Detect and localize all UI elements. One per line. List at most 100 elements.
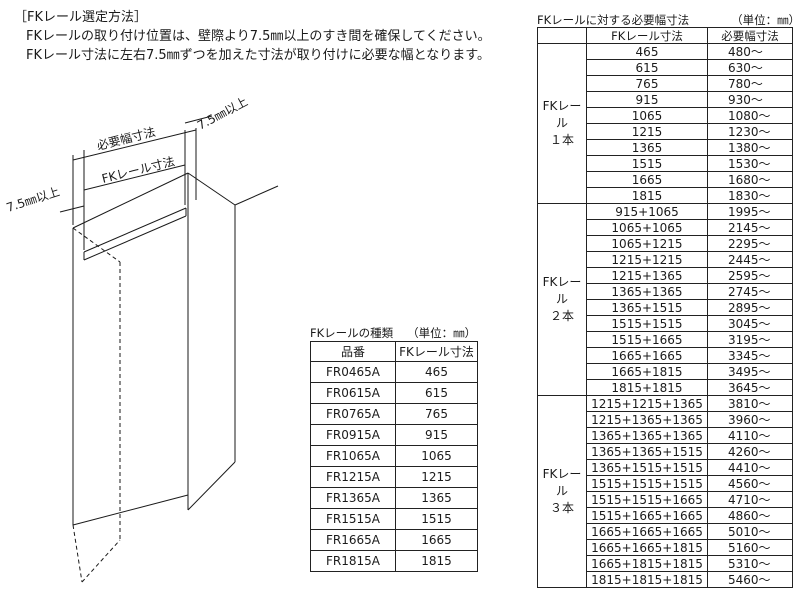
hidden-line-1: [72, 227, 121, 263]
product-code-cell: FR0615A: [310, 382, 396, 404]
product-code-cell: FR1065A: [310, 445, 396, 467]
rail-size-cell: 1665+1665+1815: [586, 539, 708, 556]
dim-line-gap-right: [184, 115, 213, 124]
rail-size-cell: 1515: [586, 155, 708, 172]
rail-size-cell: 615: [395, 382, 478, 404]
rail-size-cell: 1365+1515+1515: [586, 459, 708, 476]
rail-size-cell: 1515+1665: [586, 331, 708, 348]
cabinet-top-edge-right: [234, 185, 279, 206]
required-width-cell: 1230～: [707, 123, 793, 140]
product-code-cell: FR1215A: [310, 466, 396, 488]
group-label-count: ２本: [549, 309, 574, 323]
required-width-caption: FKレールに対する必要幅寸法 （単位：㎜）: [537, 12, 800, 28]
rail-size-cell: 1215: [395, 466, 478, 488]
rail-size-cell: 1515: [395, 508, 478, 530]
required-width-cell: 5010～: [707, 523, 793, 540]
rail-size-cell: 1815+1815: [586, 379, 708, 396]
rail-size-cell: 1665+1665: [586, 347, 708, 364]
rail-size-cell: 1665+1665+1665: [586, 523, 708, 540]
product-code-cell: FR0765A: [310, 403, 396, 425]
wall-bottom-edge: [72, 494, 189, 526]
types-header-cell: FKレール寸法: [395, 341, 478, 362]
required-width-cell: 930～: [707, 91, 793, 108]
types-header-cell: 品番: [310, 341, 396, 362]
required-width-cell: 480～: [707, 43, 793, 60]
required-header-cell: 必要幅寸法: [707, 27, 793, 44]
rail-size-cell: 1515+1515+1515: [586, 475, 708, 492]
required-width-cell: 1830～: [707, 187, 793, 204]
required-caption-text: FKレールに対する必要幅寸法: [537, 13, 690, 27]
group-label-cell: FKレール ３本: [537, 395, 587, 588]
required-width-cell: 4410～: [707, 459, 793, 476]
rail-size-cell: 765: [586, 75, 708, 92]
product-code-cell: FR0915A: [310, 424, 396, 446]
rail-top: [83, 207, 187, 253]
required-header-cell: [537, 27, 587, 44]
group-label-line: FKレール: [542, 99, 582, 130]
rail-size-cell: 1215+1365: [586, 267, 708, 284]
cabinet-bottom-edge: [187, 461, 236, 511]
rail-size-cell: 1215+1215: [586, 251, 708, 268]
rail-size-cell: 1515+1515: [586, 315, 708, 332]
required-width-cell: 1995～: [707, 203, 793, 220]
rail-size-cell: 1365+1515: [586, 299, 708, 316]
required-width-cell: 2145～: [707, 219, 793, 236]
required-width-cell: 3960～: [707, 411, 793, 428]
hidden-line-3: [72, 524, 83, 583]
rail-size-cell: 465: [395, 361, 478, 383]
label-gap-right: 7.5㎜以上: [195, 94, 250, 132]
required-width-cell: 630～: [707, 59, 793, 76]
rail-size-cell: 1665: [395, 529, 478, 551]
rail-size-cell: 1215: [586, 123, 708, 140]
rail-size-cell: 1215+1215+1365: [586, 395, 708, 412]
rail-size-cell: 1815: [395, 550, 478, 572]
types-unit: （単位：㎜）: [407, 326, 477, 340]
label-required-width: 必要幅寸法: [95, 124, 157, 153]
required-width-cell: 4260～: [707, 443, 793, 460]
product-code-cell: FR1515A: [310, 508, 396, 530]
dim-line-rail: [83, 164, 186, 191]
product-code-cell: FR1815A: [310, 550, 396, 572]
rail-size-cell: 1065+1215: [586, 235, 708, 252]
rail-size-cell: 1365+1365: [586, 283, 708, 300]
required-unit: （単位：㎜）: [731, 13, 800, 27]
section-title: ［FKレール選定方法］: [14, 10, 148, 25]
rail-size-cell: 1815: [586, 187, 708, 204]
required-header-cell: FKレール寸法: [586, 27, 708, 44]
group-label-count: ３本: [549, 501, 574, 515]
rail-installation-diagram: 必要幅寸法 FKレール寸法 7.5㎜以上 7.5㎜以上: [5, 94, 279, 583]
rail-size-cell: 765: [395, 403, 478, 425]
required-width-cell: 5160～: [707, 539, 793, 556]
required-width-cell: 1680～: [707, 171, 793, 188]
rail-size-cell: 1365+1365+1365: [586, 427, 708, 444]
required-width-cell: 4110～: [707, 427, 793, 444]
rail-size-cell: 1815+1815+1815: [586, 571, 708, 588]
required-width-cell: 3810～: [707, 395, 793, 412]
required-width-cell: 2895～: [707, 299, 793, 316]
dim-line-gap-left: [59, 205, 85, 213]
product-code-cell: FR1665A: [310, 529, 396, 551]
group-label-line: FKレール: [542, 467, 582, 498]
